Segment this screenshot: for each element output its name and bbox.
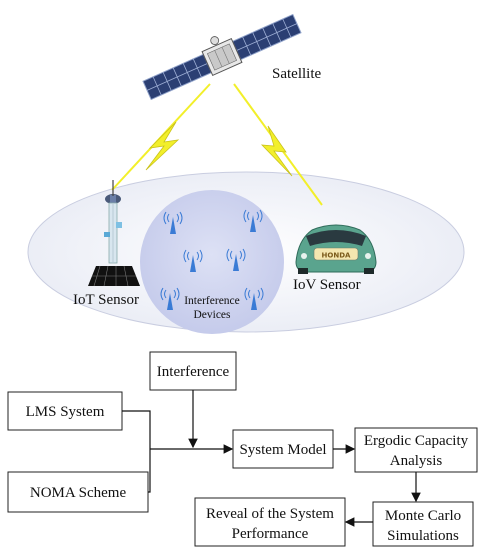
iov-sensor-label: IoV Sensor bbox=[293, 277, 361, 293]
iot-sensor-icon bbox=[88, 180, 140, 287]
interference-devices-label-2: Devices bbox=[193, 309, 231, 321]
antenna-icon bbox=[183, 249, 203, 272]
reveal-performance-box bbox=[194, 497, 346, 547]
monte-carlo-label: Monte Carlo bbox=[385, 508, 461, 524]
antenna-icon bbox=[243, 209, 263, 232]
antenna-icon bbox=[244, 287, 264, 310]
lightning-left-icon bbox=[145, 121, 180, 171]
reveal-performance-label-2: Performance bbox=[232, 526, 309, 542]
interference-zone bbox=[140, 190, 284, 334]
monte-carlo-label-2: Simulations bbox=[387, 528, 459, 544]
ergodic-capacity-label: Ergodic Capacity bbox=[364, 433, 469, 449]
lms-system-box bbox=[7, 391, 123, 431]
reveal-performance-label: Reveal of the System bbox=[206, 506, 334, 522]
system-model-label: System Model bbox=[239, 442, 326, 458]
lightning-right-icon bbox=[260, 125, 293, 177]
antenna-icon bbox=[163, 211, 183, 234]
system-model-box bbox=[232, 429, 334, 469]
car-plate: HONDA bbox=[322, 252, 351, 260]
ergodic-capacity-label-2: Analysis bbox=[390, 453, 443, 469]
noma-scheme-box bbox=[7, 471, 149, 513]
noma-scheme-label: NOMA Scheme bbox=[30, 485, 127, 501]
antenna-icon bbox=[160, 287, 180, 310]
monte-carlo-box bbox=[372, 501, 474, 547]
interference-box-label: Interference bbox=[157, 364, 230, 380]
satellite-icon bbox=[142, 13, 302, 101]
flow-connectors bbox=[122, 390, 421, 527]
antenna-icon bbox=[226, 248, 246, 271]
car-icon: HONDA bbox=[295, 224, 377, 274]
satellite-label: Satellite bbox=[272, 66, 321, 82]
iot-sensor-label: IoT Sensor bbox=[73, 292, 139, 308]
lms-system-label: LMS System bbox=[26, 404, 105, 420]
interference-box bbox=[149, 351, 237, 391]
interference-devices-label: Interference bbox=[184, 295, 240, 307]
